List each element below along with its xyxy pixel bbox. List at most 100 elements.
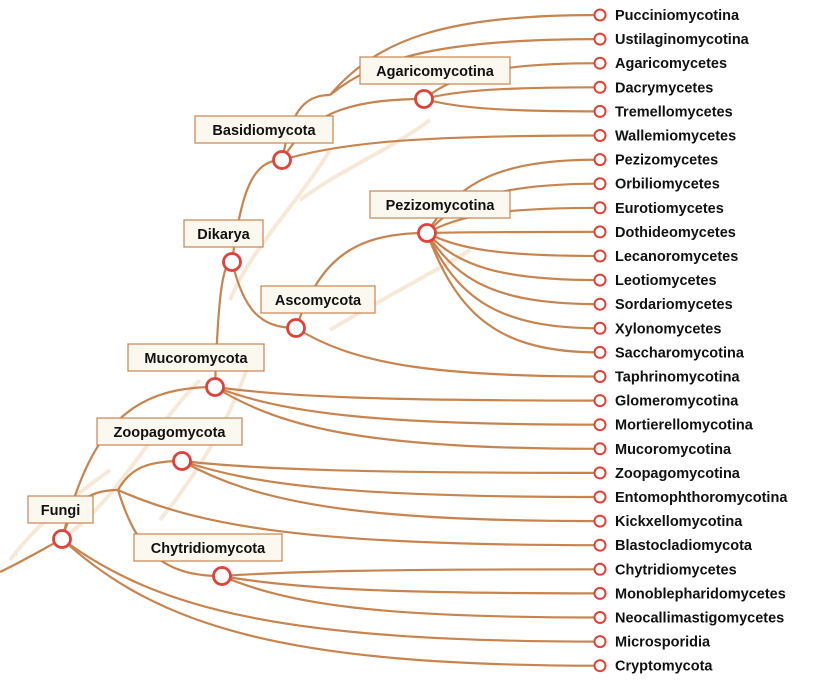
clade-label-text-dikarya: Dikarya: [197, 227, 250, 243]
branch-to-blastocladiomycota: [117, 488, 601, 547]
branch-to-kickxellomycotina: [181, 460, 601, 523]
leaf-node-cryptomycota[interactable]: [593, 659, 607, 673]
leaf-node-pucciniomycotina[interactable]: [593, 8, 607, 22]
clade-node-agaricomycotina[interactable]: [414, 89, 434, 109]
leaf-labels: PucciniomycotinaUstilaginomycotinaAgaric…: [615, 8, 788, 675]
tree-branches: [0, 13, 601, 667]
branch-blasto-zoopagomycota: [117, 459, 183, 491]
leaf-label-mortierellomycotina: Mortierellomycotina: [615, 418, 754, 434]
leaf-node-zoopagomycotina[interactable]: [593, 466, 607, 480]
clade-node-zoopagomycota[interactable]: [172, 451, 192, 471]
leaf-node-lecanoromycetes[interactable]: [593, 249, 607, 263]
leaf-label-xylonomycetes: Xylonomycetes: [615, 321, 721, 337]
leaf-label-taphrinomycotina: Taphrinomycotina: [615, 370, 741, 386]
leaf-node-neocallimastigomycetes[interactable]: [593, 611, 607, 624]
leaf-node-tremellomycetes[interactable]: [593, 104, 607, 118]
leaf-label-mucoromycotina: Mucoromycotina: [615, 442, 732, 458]
clade-label-text-mucoromycota: Mucoromycota: [144, 351, 248, 367]
branch-to-saccharomycotina: [425, 232, 601, 354]
leaf-label-eurotiomycetes: Eurotiomycetes: [615, 201, 724, 217]
clade-node-basidiomycota[interactable]: [272, 150, 292, 170]
leaf-label-sordariomycetes: Sordariomycetes: [615, 297, 733, 313]
branch-to-sordariomycetes: [426, 232, 601, 306]
clade-label-chytridiomycota: Chytridiomycota: [133, 533, 283, 562]
clade-label-text-ascomycota: Ascomycota: [275, 293, 362, 309]
leaf-node-xylonomycetes[interactable]: [593, 321, 607, 335]
leaf-node-mucoromycotina[interactable]: [593, 442, 607, 456]
clade-label-text-zoopagomycota: Zoopagomycota: [114, 425, 227, 441]
clade-node-fungi[interactable]: [52, 529, 72, 549]
branch-to-entomophthoromycotina: [181, 459, 601, 499]
leaf-node-eurotiomycetes[interactable]: [593, 201, 607, 215]
leaf-label-monoblepharidomycetes: Monoblepharidomycetes: [615, 586, 786, 602]
leaf-node-sordariomycetes[interactable]: [593, 297, 607, 311]
leaf-nodes: [593, 8, 607, 673]
leaf-label-pezizomycetes: Pezizomycetes: [615, 153, 718, 169]
clade-label-ascomycota: Ascomycota: [260, 285, 376, 314]
clade-label-dikarya: Dikarya: [183, 219, 264, 248]
branch-to-ustilaginomycotina: [329, 38, 601, 96]
leaf-label-entomophthoromycotina: Entomophthoromycotina: [615, 490, 788, 506]
leaf-node-dacrymycetes[interactable]: [593, 80, 607, 94]
branch-to-chytridiomycetes: [221, 568, 601, 578]
branch-to-mucoromycotina: [214, 386, 601, 450]
leaf-node-saccharomycotina[interactable]: [593, 345, 607, 359]
branch-to-cryptomycota: [61, 538, 601, 667]
leaf-node-pezizomycetes[interactable]: [593, 153, 607, 167]
leaf-label-neocallimastigomycetes: Neocallimastigomycetes: [615, 611, 784, 627]
branch-to-xylonomycetes: [426, 232, 601, 330]
leaf-node-monoblepharidomycetes[interactable]: [593, 586, 607, 600]
clade-node-mucoromycota[interactable]: [205, 377, 225, 397]
leaf-node-orbiliomycetes[interactable]: [593, 177, 607, 191]
leaf-label-kickxellomycotina: Kickxellomycotina: [615, 514, 743, 530]
branch-to-lecanoromycetes: [426, 232, 601, 258]
leaf-node-taphrinomycotina[interactable]: [593, 370, 607, 383]
leaf-node-ustilaginomycotina[interactable]: [593, 32, 607, 46]
leaf-label-wallemiomycetes: Wallemiomycetes: [615, 129, 736, 145]
branch-to-zoopagomycotina: [181, 459, 601, 474]
leaf-node-entomophthoromycotina[interactable]: [593, 490, 607, 504]
leaf-node-mortierellomycotina[interactable]: [593, 418, 607, 432]
clade-label-text-agaricomycotina: Agaricomycotina: [376, 64, 495, 80]
leaf-node-agaricomycetes[interactable]: [593, 56, 607, 70]
clade-label-text-chytridiomycota: Chytridiomycota: [151, 541, 266, 557]
branch-root: [0, 538, 63, 573]
leaf-node-dothideomycetes[interactable]: [593, 225, 607, 239]
leaf-node-wallemiomycetes[interactable]: [593, 129, 607, 142]
leaf-label-chytridiomycetes: Chytridiomycetes: [615, 562, 737, 578]
clade-label-basidiomycota: Basidiomycota: [194, 115, 334, 144]
leaf-label-agaricomycetes: Agaricomycetes: [615, 56, 727, 72]
clade-node-dikarya[interactable]: [222, 252, 242, 272]
leaf-node-glomeromycotina[interactable]: [593, 394, 607, 408]
branch-to-monoblepharidomycetes: [221, 574, 601, 595]
branch-basidiomycota-agaricomycotina: [281, 97, 425, 161]
clade-label-zoopagomycota: Zoopagomycota: [96, 417, 243, 446]
branch-to-wallemiomycetes: [281, 134, 601, 162]
leaf-label-leotiomycetes: Leotiomycetes: [615, 273, 717, 289]
branch-blasto-chytridiomycota: [116, 489, 223, 578]
leaf-node-kickxellomycotina[interactable]: [593, 514, 607, 528]
clade-node-ascomycota[interactable]: [286, 318, 306, 338]
leaf-label-glomeromycotina: Glomeromycotina: [615, 394, 739, 410]
leaf-node-chytridiomycetes[interactable]: [593, 562, 607, 576]
clade-label-pezizomycotina: Pezizomycotina: [369, 190, 511, 219]
clade-node-pezizomycotina[interactable]: [417, 223, 437, 243]
branch-basidiomycota-ustil: [280, 93, 331, 161]
clade-node-chytridiomycota[interactable]: [212, 566, 232, 586]
branch-to-dacrymycetes: [423, 86, 601, 101]
branch-dikarya-ascomycota: [230, 261, 297, 330]
branch-to-mortierellomycotina: [214, 385, 601, 426]
clade-label-fungi: Fungi: [27, 495, 94, 524]
branch-to-taphrinomycotina: [295, 327, 601, 378]
branch-to-dothideomycetes: [426, 230, 601, 235]
branch-to-glomeromycotina: [214, 385, 601, 402]
leaf-label-saccharomycotina: Saccharomycotina: [615, 345, 745, 361]
leaf-node-microsporidia[interactable]: [593, 635, 607, 649]
leaf-label-dothideomycetes: Dothideomycetes: [615, 225, 736, 241]
leaf-label-zoopagomycotina: Zoopagomycotina: [615, 466, 741, 482]
leaf-node-blastocladiomycota[interactable]: [593, 538, 607, 552]
leaf-node-leotiomycetes[interactable]: [593, 273, 607, 287]
clade-label-mucoromycota: Mucoromycota: [127, 343, 265, 372]
